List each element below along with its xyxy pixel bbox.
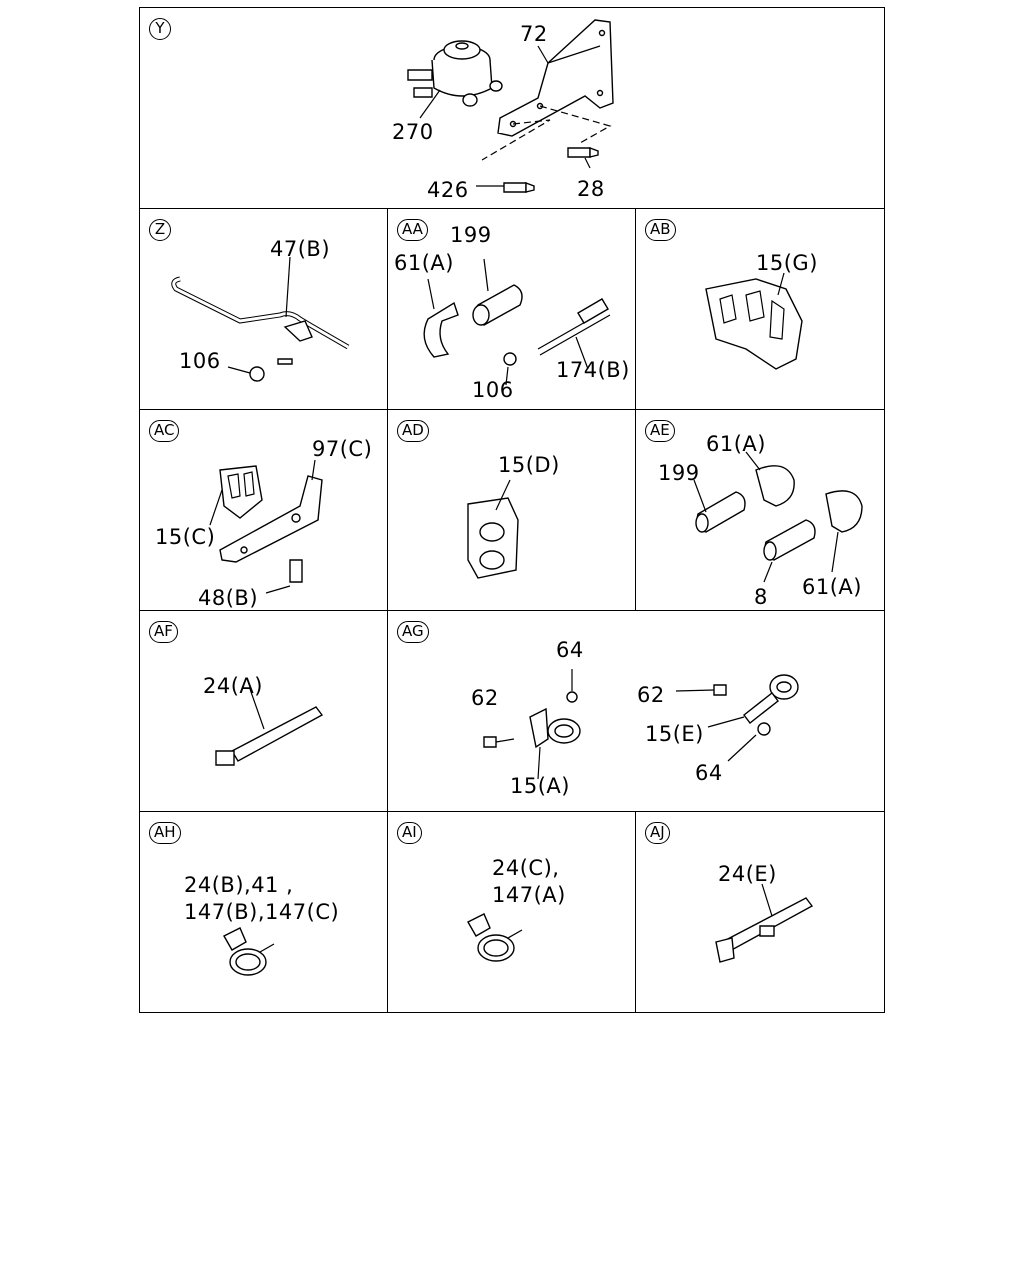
callout-15a: 15(A): [510, 774, 570, 798]
panel-y-badge: Y: [149, 18, 171, 40]
callout-147a: 147(A): [492, 883, 566, 907]
callout-64-right: 64: [695, 761, 723, 785]
callout-147b-147c: 147(B),147(C): [184, 900, 340, 924]
row-3: AC 97(C) 15(C) 48(B) AD: [140, 410, 884, 611]
clip-sleeve-drawing: [388, 209, 636, 409]
row-1: Y: [140, 8, 884, 209]
cable-tie-drawing: [140, 611, 388, 811]
panel-ae: AE 61(A) 199 8 61(A): [636, 410, 883, 610]
panel-aj-badge: AJ: [645, 822, 670, 844]
panel-ag: AG 64 62 15(A): [388, 611, 883, 811]
vacuum-valve-bracket-drawing: [140, 8, 883, 208]
callout-15c: 15(C): [155, 525, 216, 549]
pipe-drawing: [140, 209, 388, 409]
callout-97c: 97(C): [312, 437, 373, 461]
hose-clamp-drawing: [140, 812, 388, 1012]
panel-ae-badge: AE: [645, 420, 675, 442]
panel-aj: AJ 24(E): [636, 812, 883, 1012]
hose-clamp-drawing-ai: [388, 812, 636, 1012]
callout-270: 270: [392, 120, 434, 144]
callout-61a-bottom: 61(A): [802, 575, 862, 599]
callout-28: 28: [577, 177, 605, 201]
row-4: AF 24(A) AG: [140, 611, 884, 812]
callout-426: 426: [427, 178, 469, 202]
callout-62-right: 62: [637, 683, 665, 707]
callout-24b-41: 24(B),41 ,: [184, 873, 294, 897]
callout-48b: 48(B): [198, 586, 259, 610]
strap-clip-drawing: [636, 812, 883, 1012]
callout-61a-top: 61(A): [706, 432, 766, 456]
multi-clip-drawing: [636, 209, 883, 409]
callout-24c: 24(C),: [492, 856, 560, 880]
row-2: Z 47(B) 106 AA: [140, 209, 884, 410]
callout-106: 106: [179, 349, 221, 373]
callout-8: 8: [754, 585, 768, 609]
callout-199: 199: [450, 223, 492, 247]
panel-aa-badge: AA: [397, 219, 428, 241]
panel-ad: AD 15(D): [388, 410, 636, 610]
callout-72: 72: [520, 22, 548, 46]
callout-15e: 15(E): [645, 722, 704, 746]
callout-199-ae: 199: [658, 461, 700, 485]
panel-ag-badge: AG: [397, 621, 429, 643]
callout-15g: 15(G): [756, 251, 818, 275]
callout-61a: 61(A): [394, 251, 454, 275]
panel-ac-badge: AC: [149, 420, 180, 442]
parts-diagram-grid: Y: [139, 7, 885, 1013]
panel-ai: AI 24(C), 147(A): [388, 812, 636, 1012]
sleeve-clip-drawing: [636, 410, 883, 610]
callout-64-left: 64: [556, 638, 584, 662]
panel-af-badge: AF: [149, 621, 178, 643]
panel-ad-badge: AD: [397, 420, 429, 442]
panel-ai-badge: AI: [397, 822, 422, 844]
panel-y: Y: [140, 8, 883, 208]
callout-62-left: 62: [471, 686, 499, 710]
panel-z: Z 47(B) 106: [140, 209, 388, 409]
panel-z-badge: Z: [149, 219, 171, 241]
panel-ab-badge: AB: [645, 219, 676, 241]
double-clip-drawing: [388, 410, 636, 610]
panel-ah: AH 24(B),41 , 147(B),147(C): [140, 812, 388, 1012]
callout-174b: 174(B): [556, 358, 630, 382]
bracket-clamp-drawing: [388, 611, 883, 811]
callout-24a: 24(A): [203, 674, 263, 698]
panel-ab: AB 15(G): [636, 209, 883, 409]
panel-af: AF 24(A): [140, 611, 388, 811]
callout-24e: 24(E): [718, 862, 777, 886]
panel-aa: AA 199 61(A) 106 174(B): [388, 209, 636, 409]
callout-47b: 47(B): [270, 237, 331, 261]
row-5: AH 24(B),41 , 147(B),147(C) AI 24(C), 14…: [140, 812, 884, 1012]
panel-ah-badge: AH: [149, 822, 181, 844]
callout-106-aa: 106: [472, 378, 514, 402]
callout-15d: 15(D): [498, 453, 560, 477]
clip-bracket-drawing: [140, 410, 388, 610]
panel-ac: AC 97(C) 15(C) 48(B): [140, 410, 388, 610]
